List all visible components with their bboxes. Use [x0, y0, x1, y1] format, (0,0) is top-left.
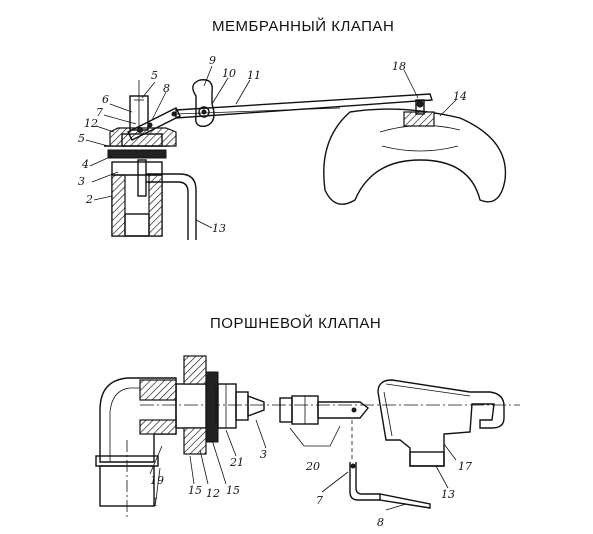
outlet-pipe: [146, 173, 197, 240]
piston-label-20: 20: [305, 460, 320, 473]
membrane-valve-body: [111, 159, 163, 237]
piston-label-21: 21: [229, 456, 244, 469]
membrane-cap: [104, 127, 177, 159]
membrane-label-14: 14: [453, 90, 467, 103]
membrane-label-10: 10: [222, 67, 236, 80]
membrane-label-13: 13: [212, 222, 226, 235]
piston-label-19: 19: [150, 474, 164, 487]
membrane-leaders: [85, 65, 457, 229]
piston-leaders: [149, 419, 457, 511]
membrane-label-2: 2: [85, 193, 93, 206]
membrane-label-8: 8: [163, 82, 170, 95]
piston-label-15-right: 15: [226, 484, 240, 497]
piston-label-1: 1: [152, 496, 159, 509]
membrane-label-7: 7: [96, 106, 103, 119]
membrane-label-11: 11: [247, 69, 261, 82]
short-lever: [127, 107, 181, 141]
piston-label-15-left: 15: [188, 484, 202, 497]
elbow-fitting: [95, 377, 177, 520]
float: [323, 99, 507, 205]
float-arm: [175, 93, 433, 119]
piston-assembly: [279, 395, 369, 447]
membrane-label-6: 6: [102, 93, 109, 106]
piston-valve-drawing: 19 1 15 12 15 21 3 20 7 8 17 13: [95, 355, 520, 529]
membrane-label-12: 12: [84, 117, 98, 130]
adjusting-lug: [192, 79, 215, 127]
piston-label-3: 3: [260, 448, 267, 461]
piston-label-7: 7: [316, 494, 323, 507]
membrane-label-3: 3: [78, 175, 85, 188]
membrane-label-5-top: 5: [151, 69, 158, 82]
membrane-label-18: 18: [392, 60, 406, 73]
piston-label-8: 8: [377, 516, 384, 529]
piston-lever: [349, 420, 431, 509]
membrane-valve-drawing: 5 6 7 8 9 10 11 12 5 4 3 2 13 18 14: [78, 54, 507, 240]
membrane-valve-title: МЕМБРАННЫЙ КЛАПАН: [212, 18, 395, 35]
piston-label-17: 17: [458, 460, 472, 473]
piston-valve-title: ПОРШНЕВОЙ КЛАПАН: [210, 315, 382, 332]
membrane-label-4: 4: [81, 158, 89, 171]
valve-stem: [129, 80, 149, 131]
membrane-label-9: 9: [209, 54, 216, 67]
valve-housing: [377, 379, 505, 467]
membrane-label-5-bottom: 5: [78, 132, 85, 145]
piston-label-13: 13: [441, 488, 455, 501]
valve-body-assembly: [175, 355, 265, 455]
piston-label-12: 12: [206, 487, 220, 500]
